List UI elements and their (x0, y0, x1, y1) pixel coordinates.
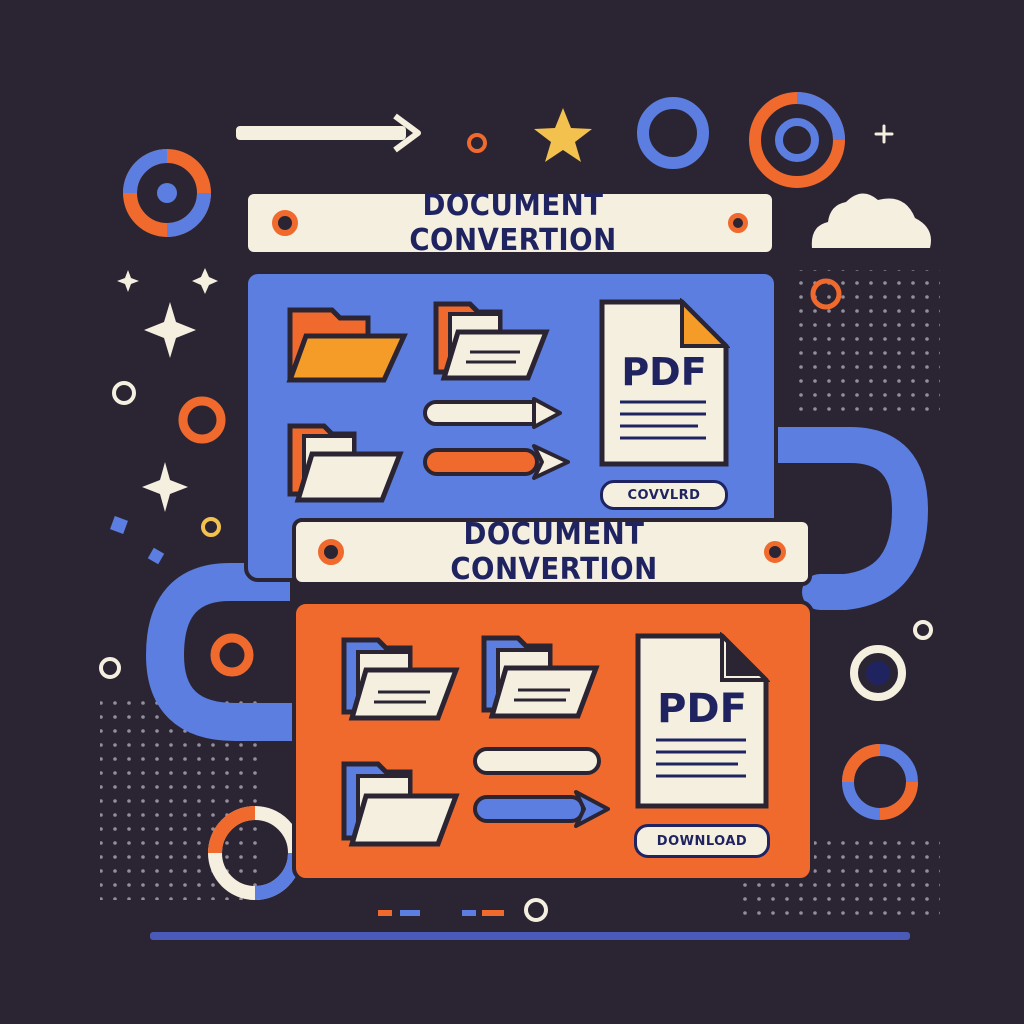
convert-button[interactable]: COVVLRD (600, 480, 728, 510)
bottom-rule (150, 932, 910, 940)
arrow-right-icon (473, 747, 601, 775)
conversion-window-orange: DOCUMENT CONVERTION (288, 517, 816, 888)
ring-icon-orange (178, 396, 226, 444)
folder-icon[interactable] (430, 298, 552, 384)
pin-icon (467, 133, 487, 153)
arrow-right-icon (423, 444, 570, 480)
titlebar-dot-left (272, 210, 298, 236)
window-titlebar: DOCUMENT CONVERTION (244, 188, 776, 258)
ring-icon-bottom (524, 898, 548, 922)
ring-icon-top (637, 97, 709, 169)
pdf-label: PDF (621, 350, 707, 394)
dash-orange-2 (482, 910, 504, 916)
connector-arc-right (757, 427, 929, 610)
connector-arc-left (145, 563, 292, 741)
arrow-right-icon (236, 113, 421, 153)
ring-icon-right (810, 278, 842, 310)
titlebar-dot-right (728, 213, 748, 233)
titlebar-dot-right (764, 541, 786, 563)
titlebar-dot-left (318, 539, 344, 565)
dash-orange (378, 910, 392, 916)
sparkle-icons-left (117, 268, 218, 512)
folder-icon[interactable] (338, 634, 462, 724)
arrow-right-icon (423, 397, 562, 429)
window-title: DOCUMENT CONVERTION (409, 188, 617, 258)
diamond-icon (110, 516, 128, 534)
diamond-icon-2 (147, 547, 165, 565)
cloud-icon (811, 193, 931, 248)
ring-icon-left-arc (210, 633, 254, 677)
target-icon-bottom-right (842, 744, 918, 820)
star-icon (534, 108, 592, 162)
ring-icon-yellow (201, 517, 221, 537)
ring-icon-small (112, 381, 136, 405)
ring-icon-small-3 (913, 620, 933, 640)
folder-icon[interactable] (478, 632, 602, 722)
dash-blue-2 (462, 910, 476, 916)
window-titlebar: DOCUMENT CONVERTION (292, 517, 812, 587)
pdf-file-icon[interactable]: PDF (634, 632, 770, 810)
dash-blue (400, 910, 420, 916)
sparkle-icon-top-right (874, 124, 894, 144)
ring-icon-small-2 (99, 657, 121, 679)
folder-icon[interactable] (284, 420, 406, 506)
target-icon-left (123, 149, 211, 237)
arrow-right-icon (473, 790, 610, 828)
window-title: DOCUMENT CONVERTION (450, 517, 658, 587)
ring-icon-right-mid (850, 645, 906, 701)
pdf-file-icon[interactable]: PDF (598, 298, 730, 468)
folder-icon[interactable] (284, 304, 409, 386)
target-icon-top-right (749, 92, 845, 188)
download-button[interactable]: DOWNLOAD (634, 824, 770, 858)
pdf-label: PDF (657, 686, 747, 732)
folder-icon[interactable] (338, 758, 462, 850)
